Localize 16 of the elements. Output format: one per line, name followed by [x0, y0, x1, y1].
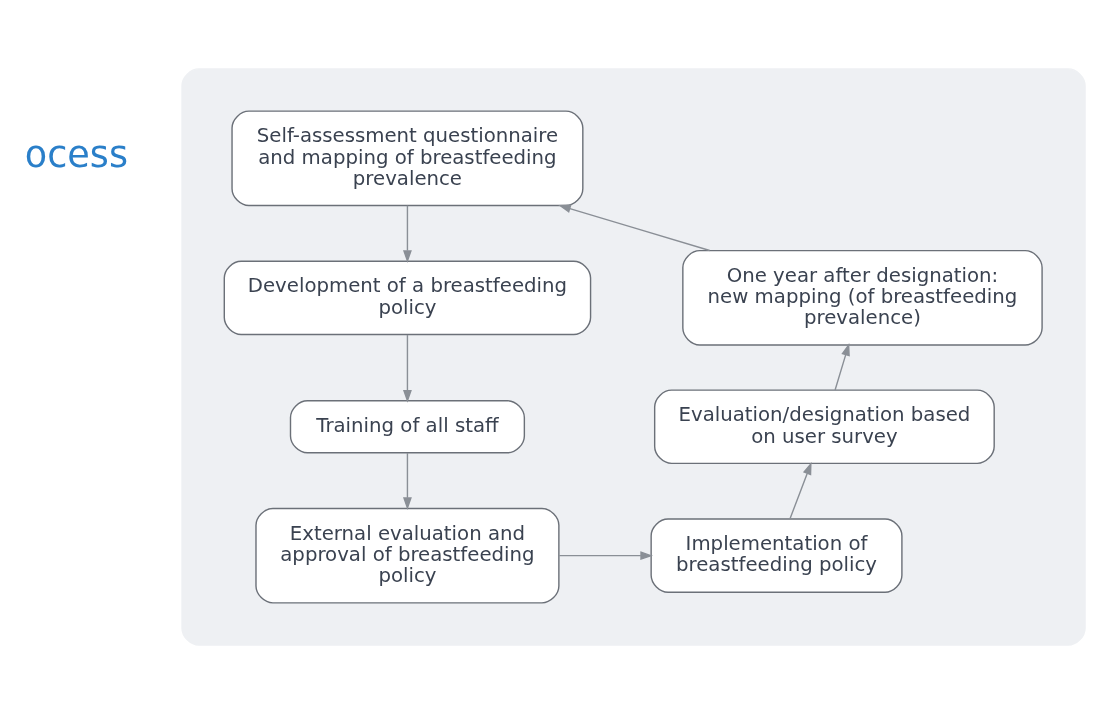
cluster	[181, 67, 1086, 646]
node-box: Implementation of breastfeeding policy	[650, 517, 903, 593]
node-box: Development of a breastfeeding policy	[223, 260, 592, 335]
arrow	[558, 203, 711, 251]
node-box: Training of all staff	[289, 399, 526, 453]
node-box: Self-assessment questionnaire and mapping of breastfeeding prevalence	[231, 109, 584, 206]
label: ocess	[24, 132, 128, 176]
node-box: Evaluation/designation based on user survey	[653, 388, 995, 464]
node-box: External evaluation and approval of breastfeeding policy	[255, 507, 560, 604]
arrow	[834, 342, 850, 391]
arrow	[789, 461, 812, 519]
node-box: One year after designation: new mapping (of breastfeeding prevalence)	[682, 249, 1043, 346]
arrow	[558, 550, 653, 560]
arrow	[403, 451, 412, 510]
arrow	[403, 204, 412, 263]
arrow	[403, 333, 412, 403]
